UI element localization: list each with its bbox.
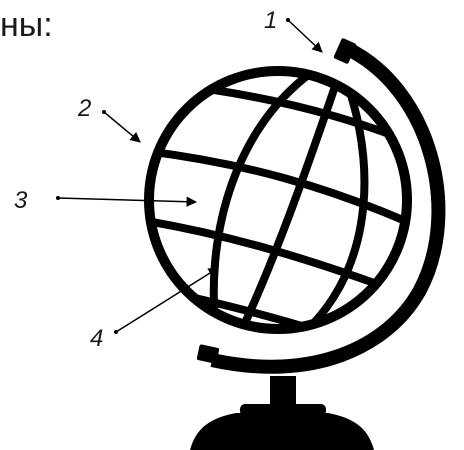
sphere-outline xyxy=(149,71,407,329)
label-2: 2 xyxy=(77,95,91,122)
caption-fragment: ны: xyxy=(0,6,53,44)
meridian-top-cap xyxy=(333,38,357,65)
globe-stand xyxy=(190,376,374,450)
stand-post xyxy=(270,376,296,406)
pointer-2 xyxy=(104,112,140,142)
globe-sphere xyxy=(128,66,430,350)
meridian-bottom-cap xyxy=(197,344,220,364)
label-3: 3 xyxy=(14,187,28,214)
label-1: 1 xyxy=(264,7,277,34)
pointer-1 xyxy=(288,20,322,52)
stand-base xyxy=(190,413,374,450)
label-4: 4 xyxy=(90,325,103,352)
